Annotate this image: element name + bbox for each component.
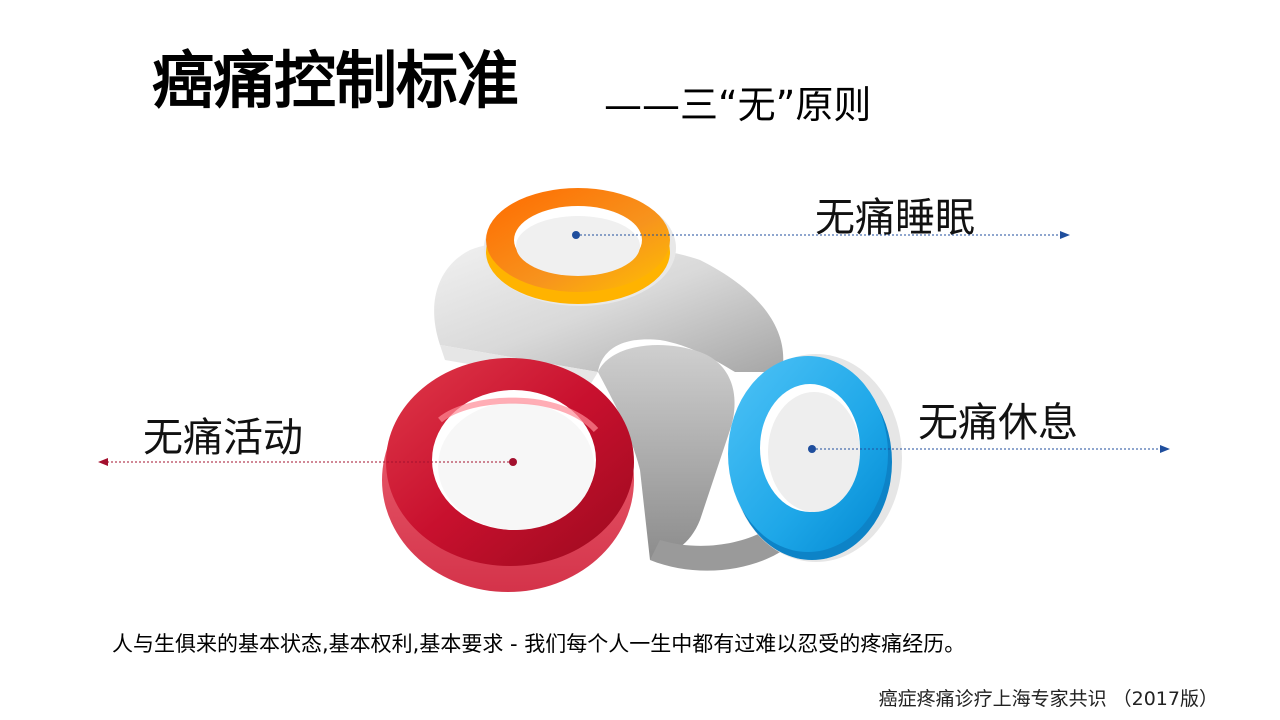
connector-activity xyxy=(98,458,517,466)
label-pain-free-rest: 无痛休息 xyxy=(918,400,1078,446)
red-ring xyxy=(382,358,634,592)
label-pain-free-sleep: 无痛睡眠 xyxy=(815,195,975,241)
label-pain-free-activity: 无痛活动 xyxy=(143,415,303,461)
connector-rest xyxy=(808,445,1170,453)
orange-ring xyxy=(484,188,676,306)
slide-subtitle: ——三“无”原则 xyxy=(604,83,872,127)
source-citation: 癌症疼痛诊疗上海专家共识 （2017版） xyxy=(878,688,1218,710)
connector-sleep xyxy=(572,231,1070,239)
description-text: 人与生俱来的基本状态,基本权利,基本要求 - 我们每个人一生中都有过难以忍受的疼… xyxy=(112,632,966,656)
slide-title: 癌痛控制标准 xyxy=(152,44,519,117)
blue-ring xyxy=(728,354,902,562)
